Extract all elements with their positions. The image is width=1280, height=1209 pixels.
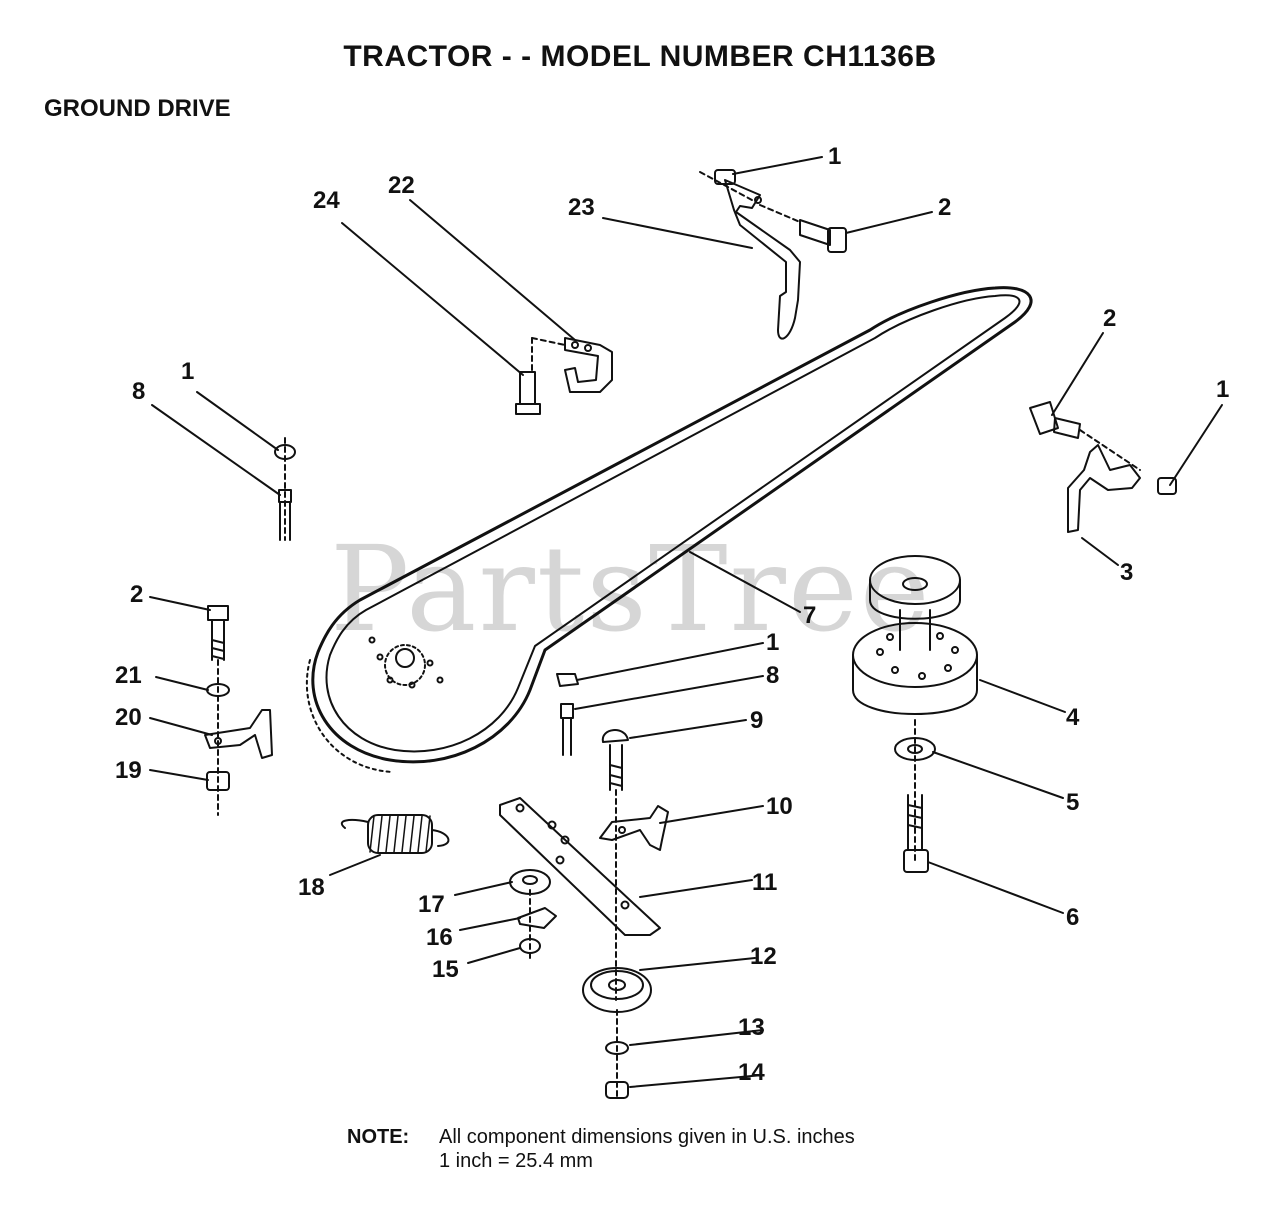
callout-2-right: 2 — [1103, 305, 1116, 332]
center-stud-assembly — [556, 673, 629, 1001]
callout-9: 9 — [750, 707, 763, 734]
leader-lines — [149, 156, 1223, 1088]
callout-14: 14 — [738, 1059, 765, 1086]
callout-15: 15 — [432, 956, 459, 983]
callout-22: 22 — [388, 172, 415, 199]
callout-7: 7 — [803, 602, 816, 629]
callout-1-right: 1 — [1216, 376, 1229, 403]
callout-19: 19 — [115, 757, 142, 784]
spring-18 — [340, 814, 450, 854]
callout-4: 4 — [1066, 704, 1080, 731]
callout-23: 23 — [568, 194, 595, 221]
note-line-2: 1 inch = 25.4 mm — [439, 1150, 593, 1172]
idler-hardware — [509, 869, 557, 961]
callout-13: 13 — [738, 1014, 765, 1041]
callout-1-center: 1 — [766, 629, 779, 656]
callout-24: 24 — [313, 187, 340, 214]
left-bolt-assembly — [204, 605, 273, 816]
drive-belt — [305, 286, 1033, 773]
belt-guide-3 — [1029, 401, 1177, 533]
idler-arm-11 — [499, 797, 661, 936]
callout-11: 11 — [752, 869, 777, 896]
callout-8-left: 8 — [132, 378, 145, 405]
callout-10: 10 — [766, 793, 793, 820]
note-line-1: All component dimensions given in U.S. i… — [439, 1126, 855, 1148]
callout-2-left: 2 — [130, 581, 143, 608]
callout-8-center: 8 — [766, 662, 779, 689]
callout-1-top: 1 — [828, 143, 841, 170]
section-subtitle: GROUND DRIVE — [44, 95, 231, 122]
idler-pulley-12 — [582, 967, 652, 1101]
callout-17: 17 — [418, 891, 445, 918]
callout-6: 6 — [1066, 904, 1079, 931]
bracket-10 — [599, 805, 669, 851]
callout-16: 16 — [426, 924, 453, 951]
callout-20: 20 — [115, 704, 142, 731]
callout-3: 3 — [1120, 559, 1133, 586]
callout-1-left: 1 — [181, 358, 194, 385]
note-label: NOTE: — [347, 1126, 410, 1148]
callout-2-top: 2 — [938, 194, 951, 221]
double-pulley-4 — [852, 555, 978, 873]
units-note: NOTE: All component dimensions given in U… — [347, 1125, 855, 1173]
callout-numbers: 1 2 23 24 22 2 1 3 1 8 7 2 1 8 9 4 21 20… — [115, 143, 1229, 1086]
callout-5: 5 — [1066, 789, 1079, 816]
callout-18: 18 — [298, 874, 325, 901]
callout-12: 12 — [750, 943, 777, 970]
belt-guide-22 — [515, 337, 613, 415]
belt-guide-23 — [699, 169, 847, 340]
callout-21: 21 — [115, 662, 142, 689]
page-title: TRACTOR - - MODEL NUMBER CH1136B — [343, 40, 937, 73]
drive-pulley — [368, 636, 444, 689]
left-stud-assembly — [274, 437, 296, 541]
